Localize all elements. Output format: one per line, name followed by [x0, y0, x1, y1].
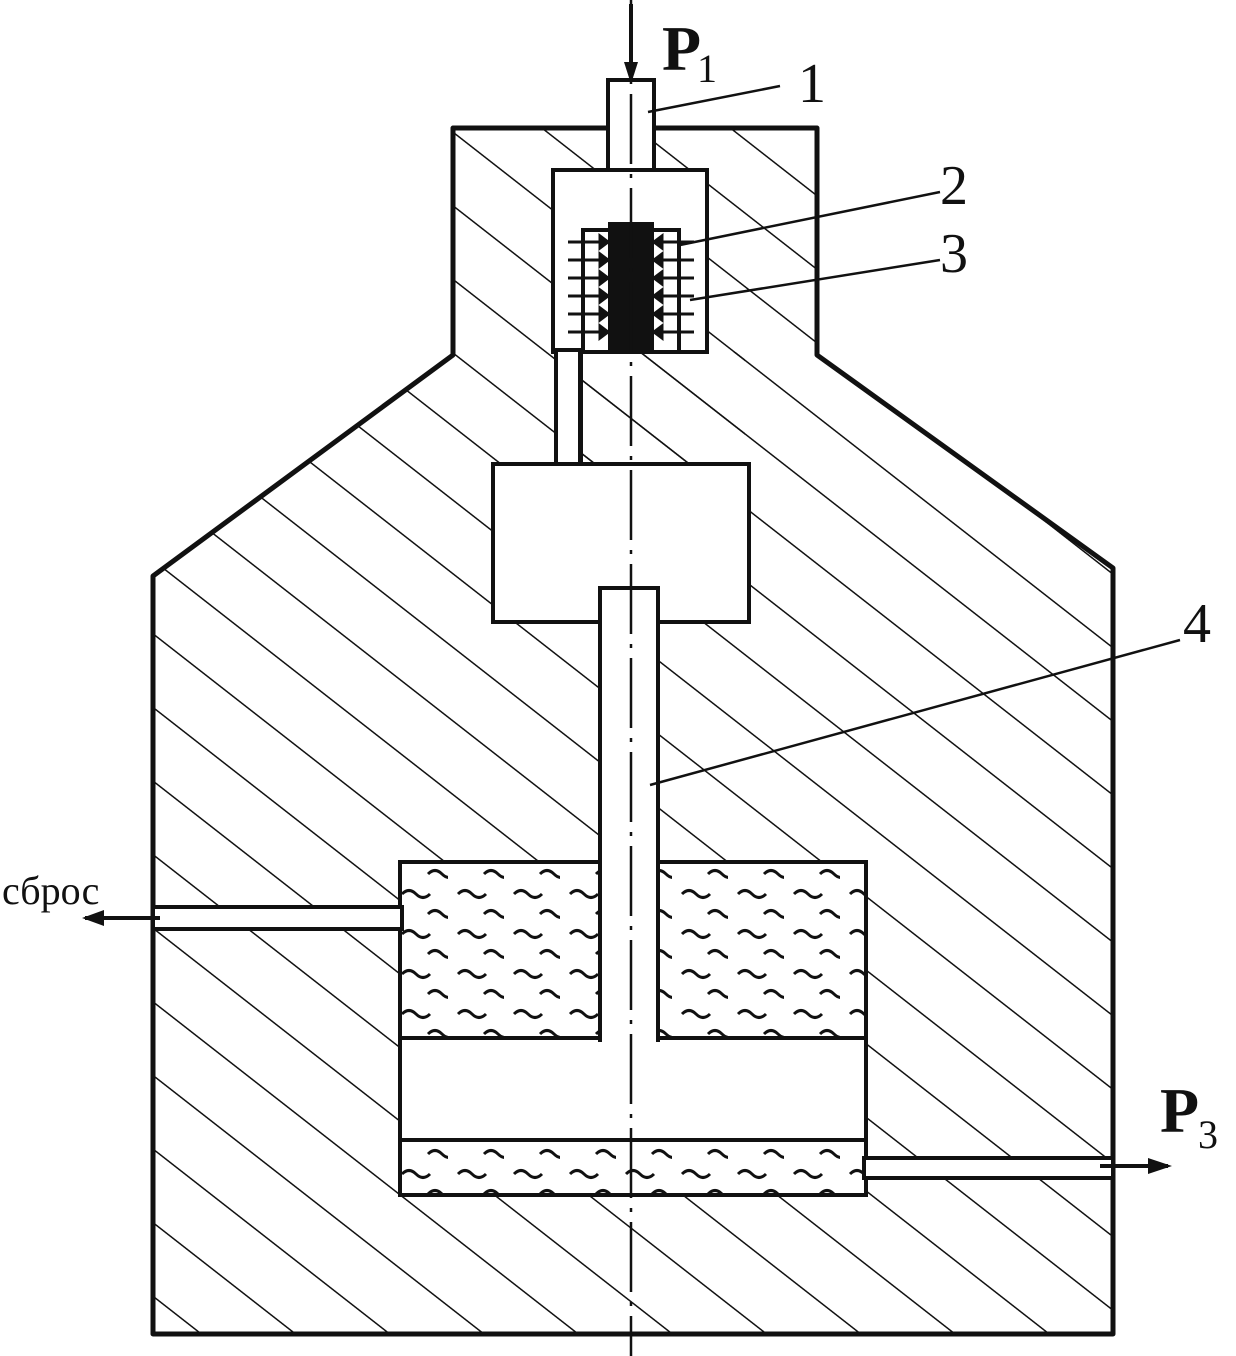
lower-liquid [402, 1142, 864, 1193]
inlet-arrow [624, 4, 638, 84]
label-p1-subscript: 1 [697, 46, 717, 91]
label-part-1: 1 [798, 53, 826, 115]
outlet-arrow [1100, 1158, 1172, 1174]
label-part-3: 3 [940, 223, 968, 285]
label-part-2: 2 [940, 155, 968, 217]
neck-block [581, 352, 745, 464]
piston-stem [598, 586, 660, 1042]
discharge-channel [151, 905, 404, 931]
label-p3: P [1160, 1075, 1199, 1146]
upper-liquid-left [402, 864, 600, 1038]
pressure-arrows [568, 233, 694, 341]
upper-liquid-right [658, 864, 864, 1038]
label-part-4: 4 [1183, 593, 1211, 655]
discharge-arrow [82, 910, 160, 926]
left-channel [554, 348, 582, 470]
label-p3-subscript: 3 [1198, 1112, 1218, 1157]
left-arrows [568, 233, 611, 341]
label-p1: P [662, 13, 701, 84]
label-discharge: сброс [2, 868, 99, 913]
leader-lines [647, 84, 1181, 787]
right-arrows [651, 233, 694, 341]
outlet-channel [862, 1156, 1115, 1180]
